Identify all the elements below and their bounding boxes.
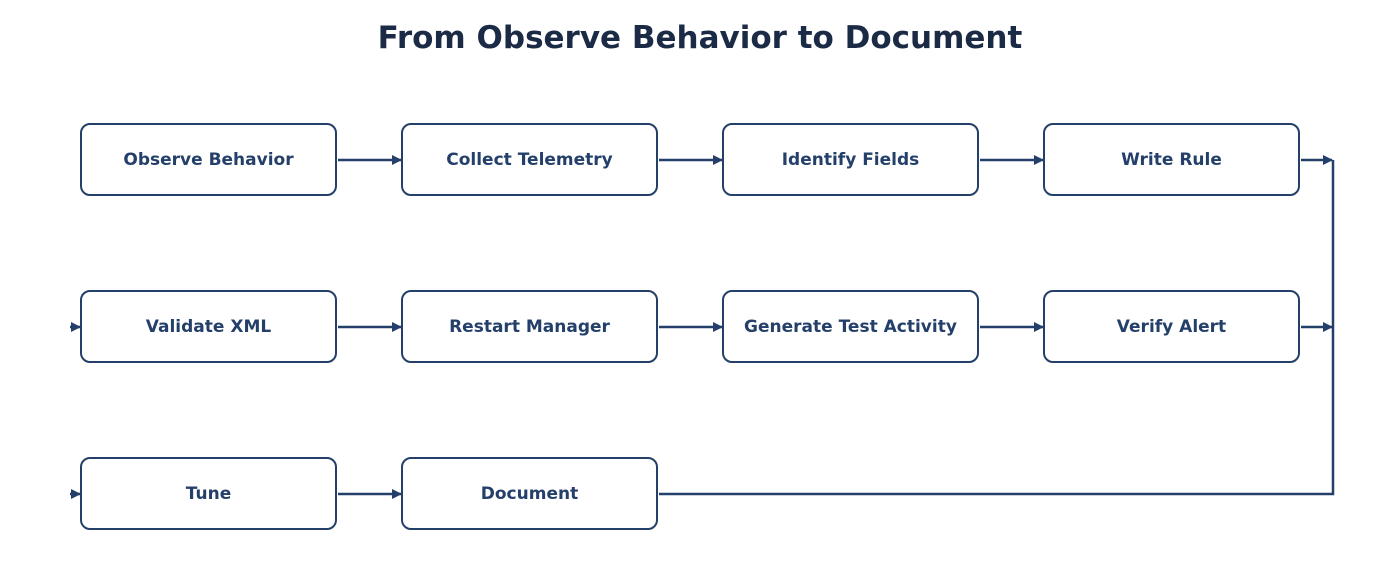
step-generate-test-activity: Generate Test Activity [722, 290, 979, 363]
step-write-rule: Write Rule [1043, 123, 1300, 196]
connector-document-return [659, 160, 1335, 496]
step-verify-alert: Verify Alert [1043, 290, 1300, 363]
step-observe-behavior: Observe Behavior [80, 123, 337, 196]
step-collect-telemetry: Collect Telemetry [401, 123, 658, 196]
step-document: Document [401, 457, 658, 530]
step-validate-xml: Validate XML [80, 290, 337, 363]
diagram-title: From Observe Behavior to Document [377, 20, 1023, 56]
step-identify-fields: Identify Fields [722, 123, 979, 196]
step-tune: Tune [80, 457, 337, 530]
step-restart-manager: Restart Manager [401, 290, 658, 363]
